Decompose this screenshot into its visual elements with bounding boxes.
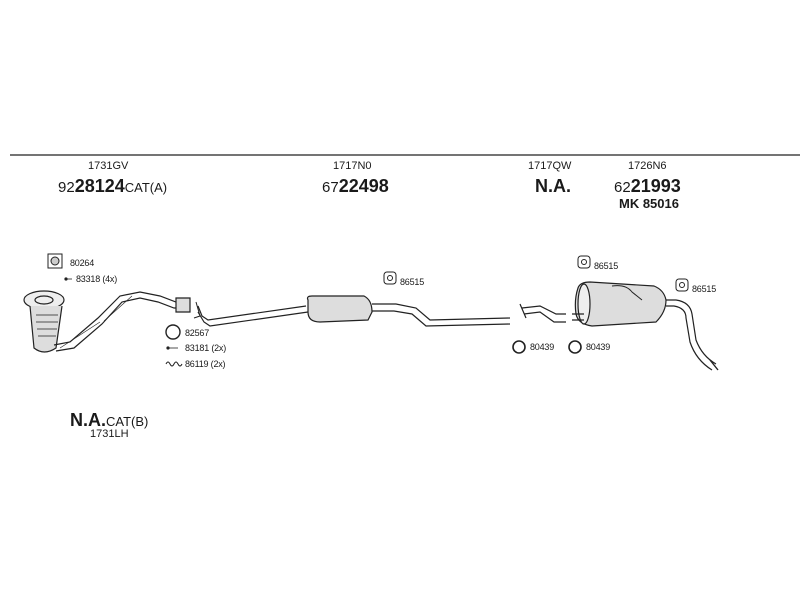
catalytic-converter [23,290,65,353]
cat-b-code: 1731LH [90,428,129,440]
ring-icon [165,324,181,340]
spring-icon [165,361,183,367]
hanger-icon-2 [577,255,591,269]
cat-b-na: N.A. [70,410,106,430]
front-pipe [53,291,191,352]
part-label-clamp-2: 80439 [586,342,611,352]
gasket-icon [47,253,63,269]
part-label-bolt-2: 83181 (2x) [185,343,227,353]
intermediate-pipe [519,303,566,323]
group-2-prefix: 67 [322,179,339,196]
group-1-suffix: CAT(A) [124,180,168,195]
group-4-extra: MK 85016 [619,196,679,211]
part-label-ring: 82567 [185,328,210,338]
hanger-icon [383,271,397,285]
group-4-prefix: 62 [614,179,631,196]
part-label-bolt: 83318 (4x) [76,274,118,284]
clamp-icon [512,340,526,354]
part-label-hanger: 86515 [400,277,425,287]
group-2-number: 22498 [338,176,389,196]
group-4-number: 21993 [630,176,681,196]
clamp-icon-2 [568,340,582,354]
part-label-hanger-2: 86515 [594,261,619,271]
bolt-icon [64,277,72,281]
part-label-spring: 86119 (2x) [185,359,226,369]
group-3-na: N.A. [535,176,571,196]
group-1-part-number: 9228124CAT(A) [58,176,167,197]
cat-b-suffix: CAT(B) [106,414,149,429]
group-3-code: 1717QW [528,160,572,172]
middle-pipe [193,295,511,327]
hanger-icon-3 [675,278,689,292]
rear-silencer [572,281,719,371]
group-2-code: 1717N0 [333,160,372,172]
group-4-part-number: 6221993 [614,176,681,197]
cat-b-label: N.A.CAT(B) [70,410,148,431]
group-2-part-number: 6722498 [322,176,389,197]
group-4-code: 1726N6 [628,160,667,172]
group-1-number: 28124 [74,176,125,196]
group-1-prefix: 92 [58,179,75,196]
bolt-icon-2 [166,346,178,350]
part-label-clamp: 80439 [530,342,555,352]
group-1-code: 1731GV [88,160,129,172]
part-label-gasket: 80264 [70,258,95,268]
part-label-hanger-3: 86515 [692,284,717,294]
